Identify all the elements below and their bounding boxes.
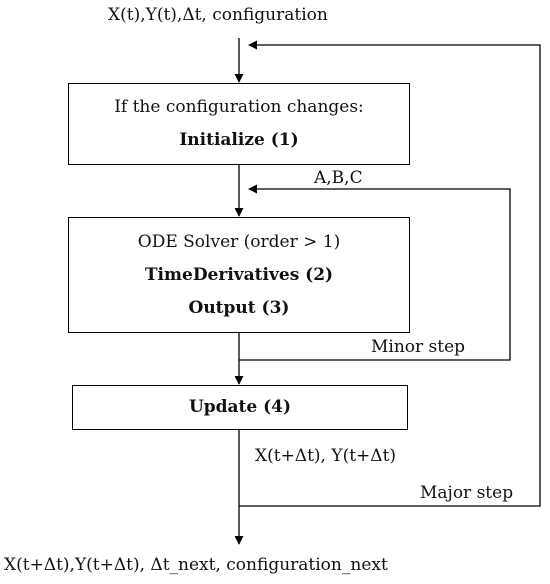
ode-solver-box: ODE Solver (order > 1) TimeDerivatives (… <box>68 217 410 333</box>
output-step: Output (3) <box>188 297 290 318</box>
ode-solver-title: ODE Solver (order > 1) <box>137 231 341 252</box>
input-label: X(t),Y(t),Δt, configuration <box>108 5 328 25</box>
update-box: Update (4) <box>72 385 408 430</box>
state-label: X(t+Δt), Y(t+Δt) <box>255 446 397 466</box>
minor-step-label: Minor step <box>371 337 466 357</box>
major-step-loop <box>239 40 541 507</box>
update-step: Update (4) <box>188 397 292 417</box>
initialize-condition: If the configuration changes: <box>114 97 364 117</box>
output-label: X(t+Δt),Y(t+Δt), Δt_next, configuration_… <box>4 555 388 575</box>
abc-label: A,B,C <box>314 168 363 188</box>
initialize-box: If the configuration changes: Initialize… <box>68 83 410 165</box>
initialize-step: Initialize (1) <box>179 130 299 150</box>
major-step-label: Major step <box>420 483 514 503</box>
minor-step-loop <box>239 184 511 361</box>
time-derivatives-step: TimeDerivatives (2) <box>144 264 334 285</box>
